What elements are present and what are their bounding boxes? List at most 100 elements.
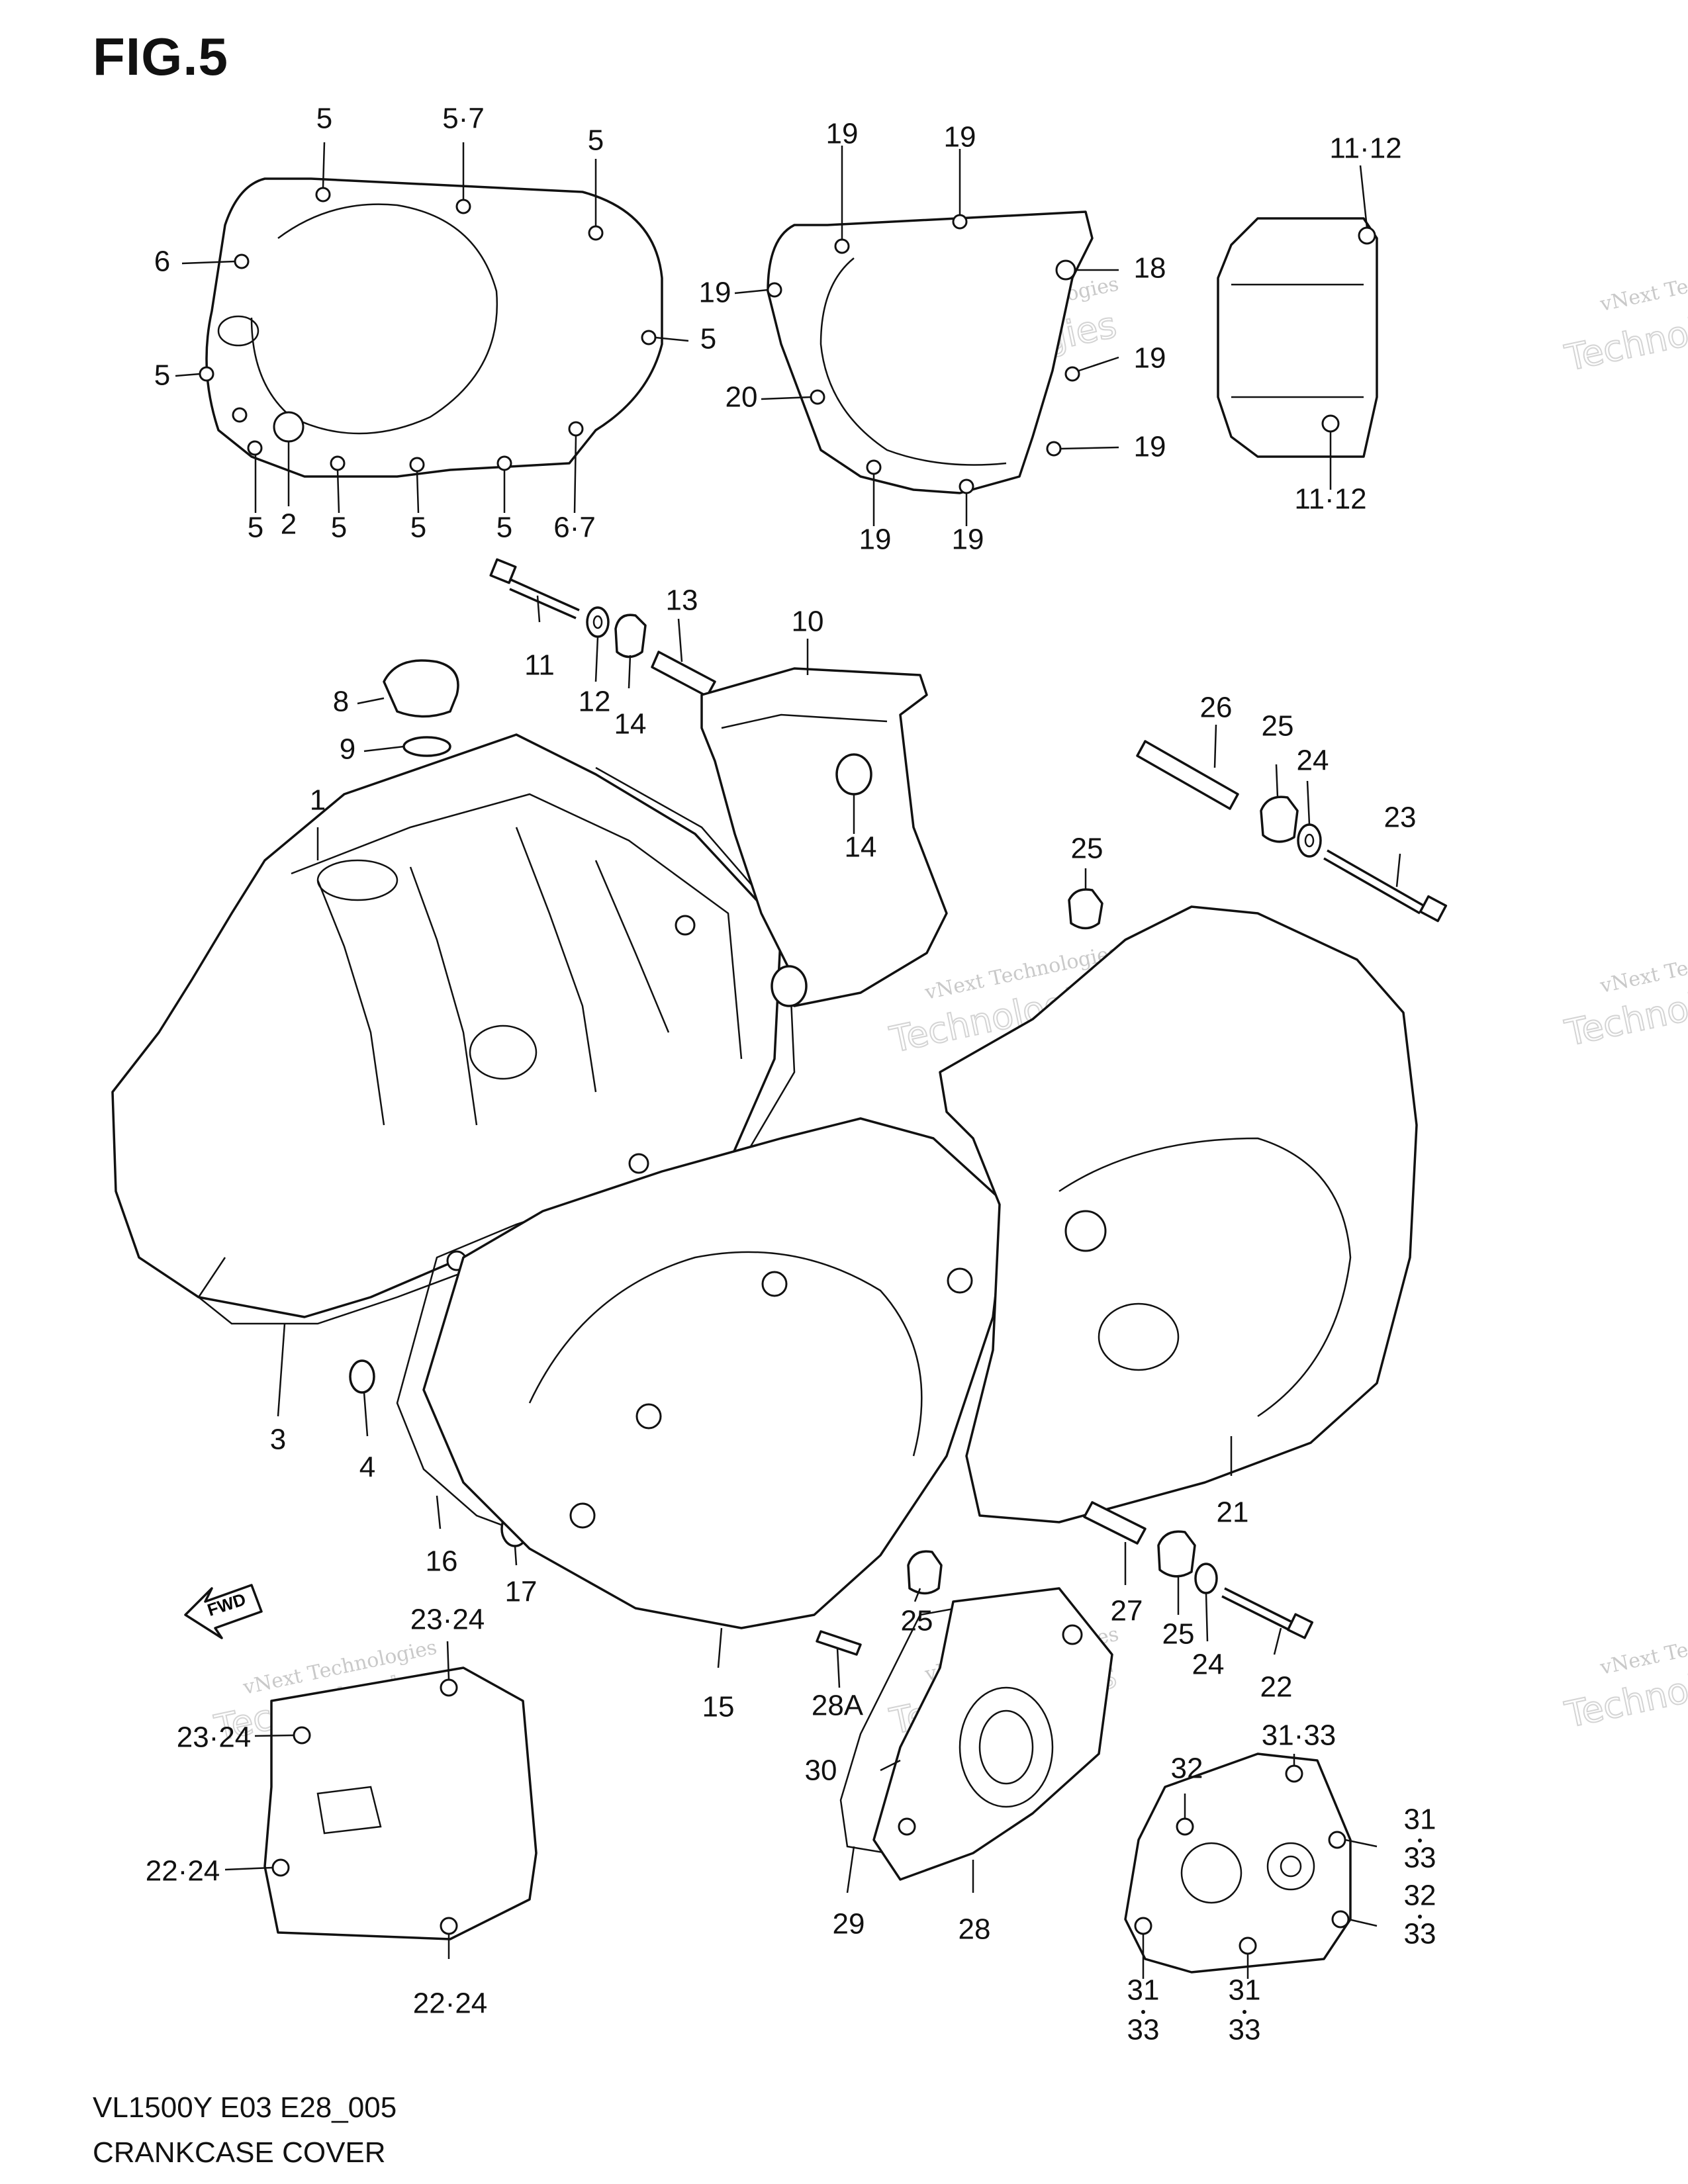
callout-22-24[interactable]: 22·24 xyxy=(146,1855,220,1888)
lower-left-cover-part[interactable] xyxy=(263,1666,538,1940)
damper-25a-part[interactable] xyxy=(1260,796,1299,843)
pin-28a-part[interactable] xyxy=(816,1630,862,1656)
callout-33[interactable]: 33 xyxy=(1127,2014,1160,2046)
pipe-26-part[interactable] xyxy=(1136,740,1239,810)
callout-17[interactable]: 17 xyxy=(505,1576,538,1608)
fwd-arrow-icon: FWD xyxy=(184,1584,263,1639)
callout-19[interactable]: 19 xyxy=(859,523,892,556)
washer-24a-part[interactable] xyxy=(1297,823,1322,858)
small-cover-part[interactable] xyxy=(1217,217,1378,458)
figure-title: FIG.5 xyxy=(93,27,229,86)
callout-13[interactable]: 13 xyxy=(666,584,698,617)
callout-14[interactable]: 14 xyxy=(845,831,877,864)
o-ring-part[interactable] xyxy=(402,736,451,757)
callout-25[interactable]: 25 xyxy=(1071,833,1103,865)
lower-right-cover-part[interactable] xyxy=(1124,1752,1352,1974)
clutch-cover-part[interactable] xyxy=(199,177,663,478)
damper-14-part[interactable] xyxy=(614,614,647,659)
damper-25c-part[interactable] xyxy=(907,1550,943,1595)
callout-24[interactable]: 24 xyxy=(1297,745,1329,777)
callout-31-33[interactable]: 31·33 xyxy=(1262,1719,1336,1752)
model-code: VL1500Y E03 E28_005 xyxy=(93,2091,397,2124)
bolt-11-part[interactable] xyxy=(489,558,580,619)
watermark-text: vNext Technologies xyxy=(1597,253,1688,316)
callout-6[interactable]: 6 xyxy=(154,246,170,278)
callout-5[interactable]: 5 xyxy=(248,512,263,544)
callout-9[interactable]: 9 xyxy=(340,733,355,766)
callout-5[interactable]: 5 xyxy=(316,103,332,135)
callout-14[interactable]: 14 xyxy=(614,708,647,741)
bolt-23-part[interactable] xyxy=(1323,849,1448,923)
callout-8[interactable]: 8 xyxy=(333,686,349,718)
washer-24b-part[interactable] xyxy=(1194,1563,1218,1594)
callout-23-24[interactable]: 23·24 xyxy=(410,1604,485,1636)
callout-31[interactable]: 31 xyxy=(1229,1974,1261,2007)
callout-28[interactable]: 28 xyxy=(959,1913,991,1946)
callout-11-12[interactable]: 11·12 xyxy=(1294,483,1366,516)
callout-21[interactable]: 21 xyxy=(1217,1496,1249,1529)
damper-25b-part[interactable] xyxy=(1068,888,1103,930)
crankcase-outer-cover-15-part[interactable] xyxy=(422,1117,1008,1629)
callout-25[interactable]: 25 xyxy=(1262,710,1294,743)
callout-29[interactable]: 29 xyxy=(833,1908,865,1940)
callout-16[interactable]: 16 xyxy=(426,1545,458,1578)
oil-filler-cap-part[interactable] xyxy=(383,659,459,718)
part-labels: 5 5·7 5 6 5 5 5 2 5 5 5 6·7 19 19 19 18 … xyxy=(146,103,1436,2046)
dowel-pin-4-part[interactable] xyxy=(349,1359,375,1394)
callout-32[interactable]: 32 xyxy=(1171,1752,1203,1785)
callout-2[interactable]: 2 xyxy=(281,508,297,541)
callout-22-24[interactable]: 22·24 xyxy=(413,1987,488,2020)
callout-25[interactable]: 25 xyxy=(1162,1618,1195,1651)
callout-19[interactable]: 19 xyxy=(699,277,731,309)
bolt-22-part[interactable] xyxy=(1221,1587,1314,1639)
callout-23-24[interactable]: 23·24 xyxy=(177,1721,252,1754)
callout-33[interactable]: 33 xyxy=(1229,2014,1261,2046)
callout-5[interactable]: 5 xyxy=(496,512,512,544)
callout-5[interactable]: 5 xyxy=(410,512,426,544)
callout-19[interactable]: 19 xyxy=(1134,431,1166,463)
callout-19[interactable]: 19 xyxy=(1134,342,1166,375)
callout-33[interactable]: 33 xyxy=(1404,1918,1436,1950)
housing-28-part[interactable] xyxy=(872,1587,1113,1881)
callout-31[interactable]: 31 xyxy=(1404,1803,1436,1836)
callout-3[interactable]: 3 xyxy=(270,1424,286,1456)
callout-10[interactable]: 10 xyxy=(792,606,824,638)
callout-5[interactable]: 5 xyxy=(700,323,716,355)
callout-12[interactable]: 12 xyxy=(579,686,611,718)
callout-19[interactable]: 19 xyxy=(952,523,984,556)
callout-26[interactable]: 26 xyxy=(1200,692,1233,724)
callout-31[interactable]: 31 xyxy=(1127,1974,1160,2007)
callout-15[interactable]: 15 xyxy=(702,1691,735,1723)
callout-5[interactable]: 5 xyxy=(331,512,347,544)
callout-24[interactable]: 24 xyxy=(1192,1649,1225,1681)
callout-32[interactable]: 32 xyxy=(1404,1880,1436,1912)
pipe-27-part[interactable] xyxy=(1083,1501,1147,1545)
callout-4[interactable]: 4 xyxy=(359,1451,375,1484)
callout-11-12[interactable]: 11·12 xyxy=(1329,132,1401,165)
callout-25[interactable]: 25 xyxy=(901,1605,933,1637)
watermark-text: vNext Technologies xyxy=(1597,1616,1688,1680)
callout-5[interactable]: 5 xyxy=(588,124,604,157)
callout-20[interactable]: 20 xyxy=(726,381,758,414)
callout-19[interactable]: 19 xyxy=(826,118,859,150)
generator-cover-part[interactable] xyxy=(767,210,1094,494)
callout-28a[interactable]: 28A xyxy=(812,1690,864,1722)
damper-25d-part[interactable] xyxy=(1157,1530,1196,1578)
callout-22[interactable]: 22 xyxy=(1260,1671,1293,1704)
callout-6-7[interactable]: 6·7 xyxy=(553,512,596,544)
callout-5[interactable]: 5 xyxy=(154,359,170,392)
callout-5-7[interactable]: 5·7 xyxy=(442,103,485,135)
callout-30[interactable]: 30 xyxy=(805,1754,837,1787)
callout-33[interactable]: 33 xyxy=(1404,1842,1436,1874)
bracket-10-part[interactable] xyxy=(700,667,948,1007)
pipe-13-part[interactable] xyxy=(651,651,716,698)
callout-27[interactable]: 27 xyxy=(1111,1595,1143,1627)
callout-19[interactable]: 19 xyxy=(944,121,976,154)
callout-1[interactable]: 1 xyxy=(310,784,326,817)
washer-12-part[interactable] xyxy=(586,606,610,638)
callout-18[interactable]: 18 xyxy=(1134,252,1166,285)
section-name: CRANKCASE COVER xyxy=(93,2136,386,2169)
starter-cover-21-part[interactable] xyxy=(939,905,1418,1524)
callout-11[interactable]: 11 xyxy=(524,649,555,682)
callout-23[interactable]: 23 xyxy=(1384,801,1417,834)
